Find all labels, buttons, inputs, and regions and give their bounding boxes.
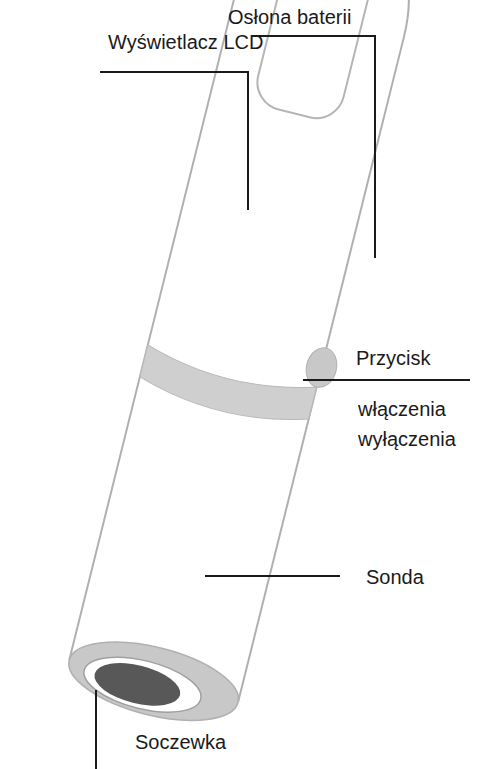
probe-rim (61, 627, 246, 735)
part-label: Sonda (366, 562, 424, 592)
device-body (61, 0, 442, 739)
part-label: Soczewka (135, 727, 226, 757)
part-label: Wyświetlacz LCD (108, 27, 263, 57)
leader-lines (96, 36, 470, 769)
lens (90, 655, 185, 713)
part-label: Przycisk (356, 343, 430, 373)
part-label: Osłona baterii (228, 2, 351, 32)
grip-band (137, 345, 317, 432)
part-label: włączenia wyłączenia (358, 394, 468, 454)
power-button (302, 344, 341, 390)
